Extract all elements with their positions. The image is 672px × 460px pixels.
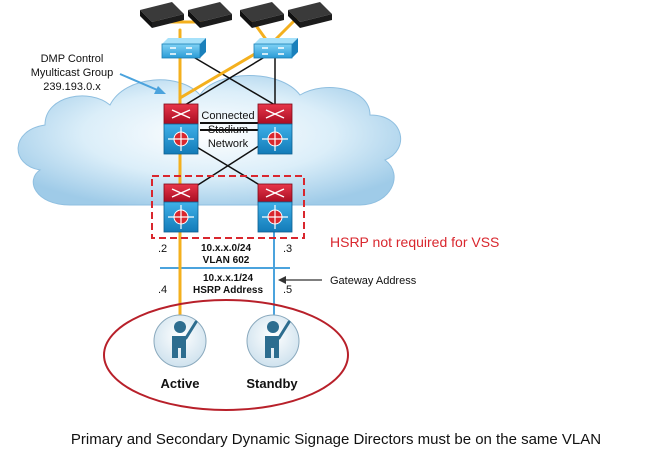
gateway-arrow: [278, 276, 322, 284]
active-label: Active: [160, 376, 199, 391]
port-label: .5: [283, 284, 292, 296]
core-switch-icon: [257, 183, 293, 233]
directors-group: [103, 299, 349, 411]
standby-label: Standby: [246, 376, 298, 391]
core-switch-icon: [163, 183, 199, 233]
gateway-ip-label: 10.x.x.1/24: [203, 273, 253, 284]
port-label: .2: [158, 243, 167, 255]
dmp-control-label-2: Myulticast Group: [31, 67, 114, 79]
network-label-3: Network: [208, 138, 249, 150]
user-icon: [246, 314, 300, 368]
dmp-control-label-1: DMP Control: [41, 53, 104, 65]
access-switch-icon: [161, 38, 206, 59]
media-player-icon: [188, 2, 232, 28]
gateway-address-label: Gateway Address: [330, 275, 417, 287]
subnet-label: 10.x.x.0/24: [201, 243, 251, 254]
user-icon: [153, 314, 207, 368]
media-player-icon: [240, 2, 284, 28]
vlan-label: VLAN 602: [203, 255, 250, 266]
vss-boundary: [151, 175, 305, 239]
dmp-arrow: [119, 73, 166, 94]
media-player-icon: [140, 2, 184, 28]
hsrp-address-label: HSRP Address: [193, 285, 263, 296]
network-label-1: Connected: [201, 110, 254, 122]
access-switch-icon: [253, 38, 298, 59]
port-label: .3: [283, 243, 292, 255]
dmp-control-label-3: 239.193.0.x: [43, 81, 101, 93]
media-player-icon: [288, 2, 332, 28]
hsrp-note: HSRP not required for VSS: [330, 234, 499, 250]
core-switch-icon: [163, 103, 199, 155]
cloud-icon: [17, 75, 402, 206]
core-switch-icon: [257, 103, 293, 155]
network-label-2: Stadium: [208, 124, 248, 136]
caption: Primary and Secondary Dynamic Signage Di…: [71, 431, 601, 448]
port-label: .4: [158, 284, 167, 296]
